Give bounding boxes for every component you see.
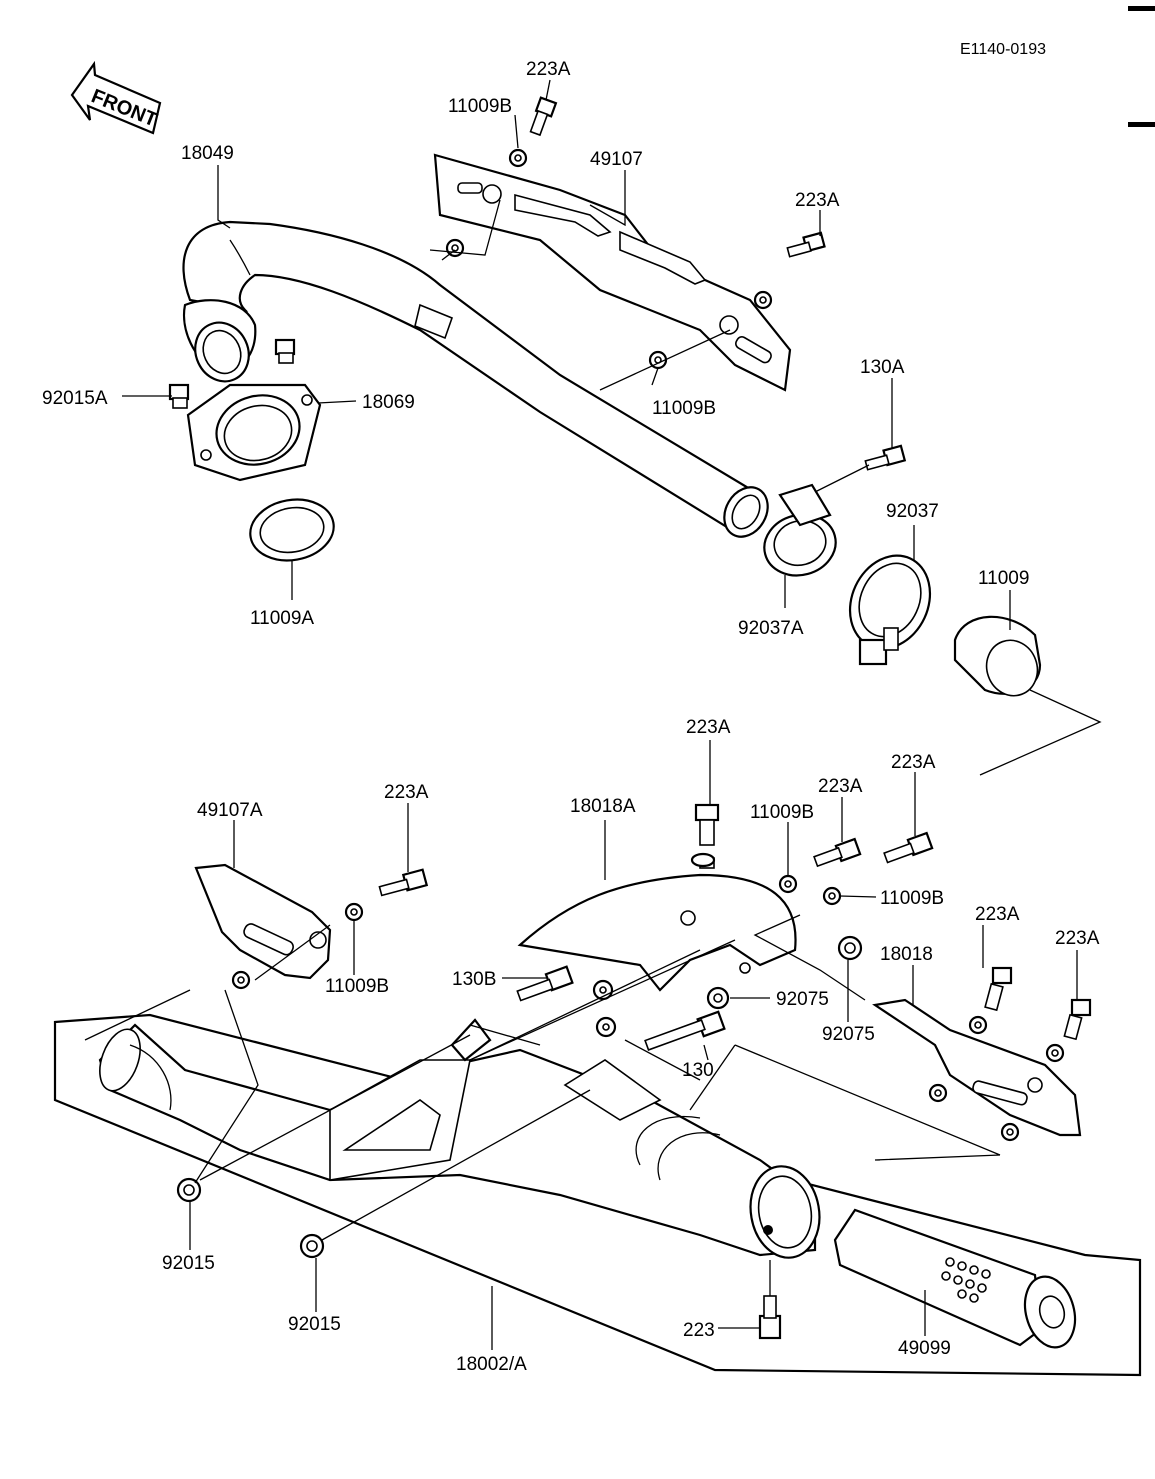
- leader-lines: [84, 79, 1102, 1350]
- bolt-223A-r2: [984, 966, 1013, 1012]
- label-92015-a: 92015: [162, 1253, 215, 1274]
- washer-49107A: [231, 970, 251, 990]
- bolt-223A-c1: [813, 837, 862, 868]
- gasket-11009A: [249, 498, 335, 562]
- header-pipe-18049: [182, 220, 769, 538]
- label-11009: 11009: [978, 568, 1029, 589]
- nut-92015A: [168, 338, 296, 409]
- label-223A-c2: 223A: [891, 752, 936, 773]
- label-18069: 18069: [362, 392, 415, 413]
- bolt-223A-r3: [1063, 998, 1092, 1041]
- label-92015-b: 92015: [288, 1314, 341, 1335]
- label-92015A: 92015A: [42, 388, 108, 409]
- bolt-130: [644, 1010, 726, 1051]
- bolt-130A: [864, 444, 907, 471]
- label-11009A: 11009A: [250, 608, 314, 629]
- muffler-outline-18002A: [53, 1013, 1142, 1377]
- front-arrow: FRONT: [70, 60, 162, 135]
- muffler-18002A: [98, 1018, 821, 1259]
- bolt-223A-right: [786, 231, 826, 258]
- label-92037A: 92037A: [738, 618, 804, 639]
- label-223A-left: 223A: [384, 782, 429, 803]
- label-92075-a: 92075: [776, 989, 829, 1010]
- nut-92015-b: [299, 1233, 325, 1259]
- washers-130B: [592, 979, 617, 1038]
- label-223A-r2: 223A: [975, 904, 1020, 925]
- label-11009B-top: 11009B: [448, 96, 512, 117]
- label-223A-c1: 223A: [818, 776, 863, 797]
- washer-center: [690, 852, 716, 868]
- nut-92075-left: [706, 986, 730, 1010]
- label-18018: 18018: [880, 944, 933, 965]
- edge-marks: [1128, 6, 1155, 127]
- washer-11009B-center: [778, 874, 798, 894]
- part-labels: E1140-0193 223A 11009B 18049 49107 223A …: [42, 41, 1100, 1375]
- spark-arrestor-49099: [833, 1208, 1077, 1349]
- bolt-223A-c2: [883, 831, 934, 864]
- bolt-223A-upper: [529, 96, 558, 137]
- washer-18018-a: [928, 1083, 948, 1103]
- label-11009B-r: 11009B: [880, 888, 944, 909]
- label-92075-b: 92075: [822, 1024, 875, 1045]
- clamp-92037: [848, 554, 932, 666]
- label-130A: 130A: [860, 357, 905, 378]
- label-223A-mid: 223A: [686, 717, 731, 738]
- label-18002A: 18002/A: [456, 1354, 527, 1375]
- washer-223A-r3: [1045, 1043, 1065, 1063]
- diagram-code: E1140-0193: [960, 41, 1046, 58]
- label-18049: 18049: [181, 143, 234, 164]
- bolt-223A-left: [378, 868, 429, 897]
- label-223: 223: [683, 1320, 715, 1341]
- washer-11009B-upper: [508, 148, 528, 168]
- label-130: 130: [682, 1060, 714, 1081]
- label-223A-r3: 223A: [1055, 928, 1100, 949]
- screw-223: [758, 1295, 782, 1340]
- washer-18018-b: [1000, 1122, 1020, 1142]
- label-11009B-left: 11009B: [325, 976, 389, 997]
- bolt-130B: [516, 965, 574, 1002]
- heat-guard-49107A: [194, 863, 332, 980]
- label-18018A: 18018A: [570, 796, 636, 817]
- label-11009B-mid: 11009B: [652, 398, 716, 419]
- label-92037: 92037: [886, 501, 939, 522]
- label-130B: 130B: [452, 969, 496, 990]
- label-49107A: 49107A: [197, 800, 263, 821]
- heat-guard-18018A: [517, 873, 797, 992]
- nut-92075-right: [837, 935, 863, 961]
- label-49099: 49099: [898, 1338, 951, 1359]
- label-223A-r1: 223A: [795, 190, 840, 211]
- washer-right: [753, 290, 773, 310]
- label-223A-top: 223A: [526, 59, 571, 80]
- heat-guard-49107: [433, 153, 792, 392]
- label-49107: 49107: [590, 149, 643, 170]
- gasket-11009: [953, 615, 1042, 697]
- nut-92015-a: [176, 1177, 202, 1203]
- washer-223A-r2: [968, 1015, 988, 1035]
- flange-18069: [186, 383, 322, 482]
- washer-11009B-right: [822, 886, 842, 906]
- label-11009B-c: 11009B: [750, 802, 814, 823]
- heat-guard-18018: [872, 998, 1082, 1137]
- washer-11009B-left: [344, 902, 364, 922]
- clamp-92037A: [763, 483, 837, 577]
